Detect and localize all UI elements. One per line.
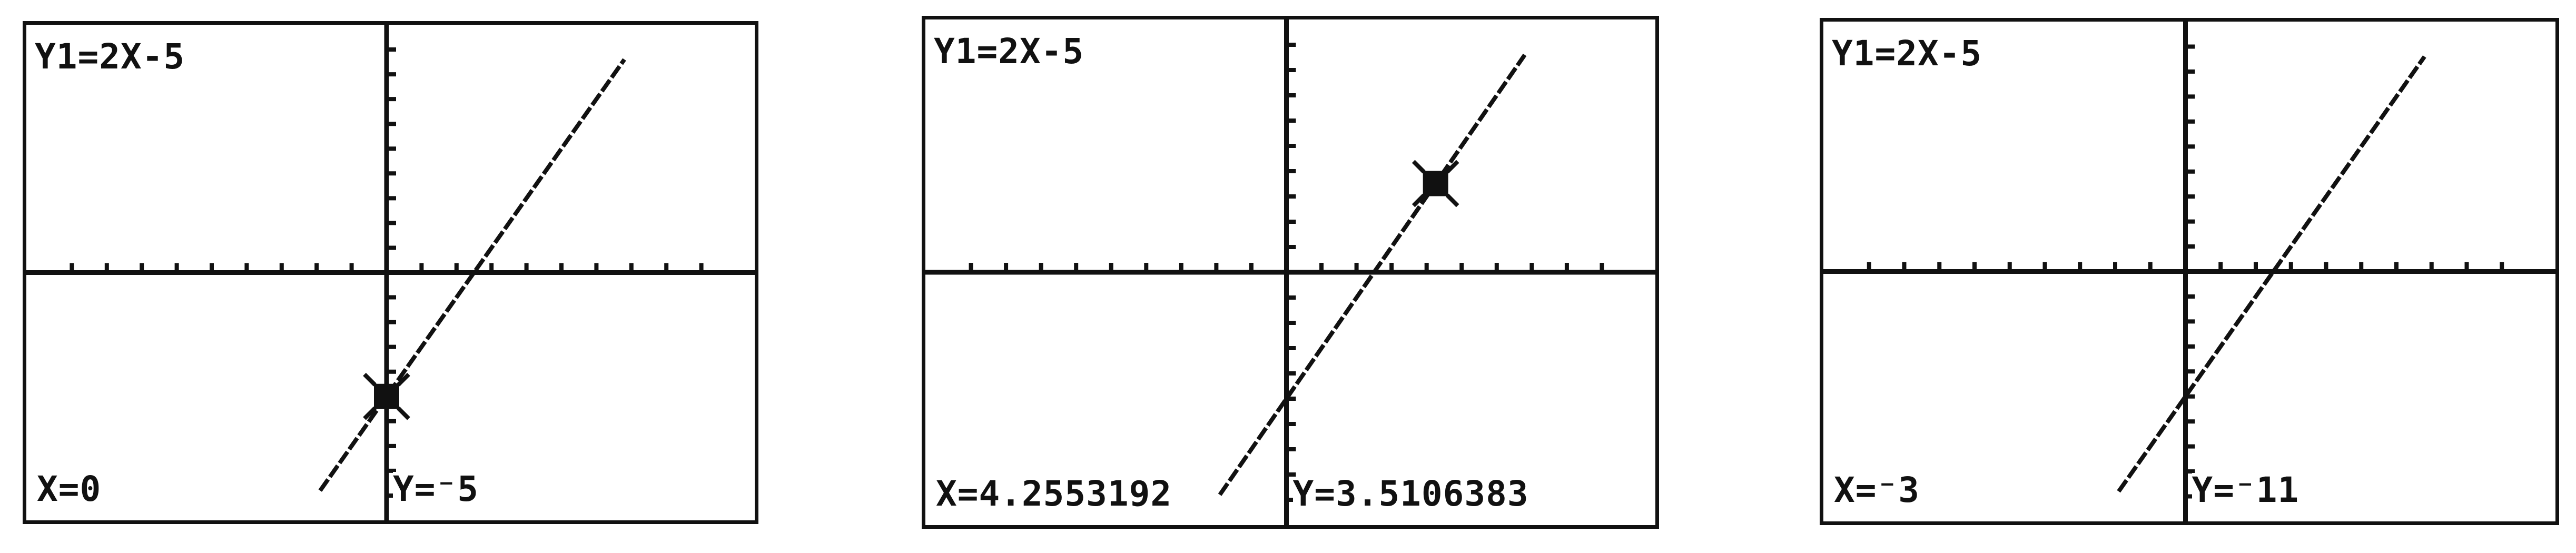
graph-screen-3: Y1=2X-5 X=⁻3 Y=⁻11 [1820, 18, 2559, 525]
graph-plot-3 [1823, 22, 2555, 521]
function-graph-line [1218, 53, 1527, 496]
y-readout: Y=⁻5 [393, 469, 479, 509]
y-readout: Y=⁻11 [2192, 470, 2299, 510]
equation-label: Y1=2X-5 [1832, 33, 1982, 74]
trace-cursor-arm [1412, 160, 1426, 174]
graph-screen-1: Y1=2X-5 X=0 Y=⁻5 [23, 21, 758, 524]
x-readout: X=⁻3 [1834, 470, 1920, 510]
y-readout: Y=3.5106383 [1292, 473, 1529, 514]
equation-label: Y1=2X-5 [934, 31, 1084, 72]
trace-cursor [363, 372, 410, 420]
trace-cursor-arm [397, 372, 410, 387]
trace-cursor-arm [397, 406, 410, 420]
trace-cursor-arm [1445, 193, 1459, 208]
graph-plot-1 [26, 25, 755, 520]
function-graph-line [318, 58, 626, 492]
trace-cursor [1412, 160, 1459, 208]
function-graph-line [2117, 55, 2426, 493]
trace-cursor-square [1423, 171, 1448, 196]
trace-cursor-arm [363, 372, 377, 387]
graph-screen-2: Y1=2X-5 X=4.2553192 Y=3.5106383 [922, 16, 1659, 529]
x-readout: X=4.2553192 [936, 473, 1172, 514]
x-readout: X=0 [37, 469, 102, 509]
trace-cursor-arm [1445, 160, 1459, 174]
trace-cursor-arm [363, 406, 377, 420]
trace-cursor-square [374, 383, 399, 409]
equation-label: Y1=2X-5 [35, 36, 185, 77]
trace-cursor-arm [1412, 193, 1426, 208]
graph-plot-2 [925, 19, 1655, 525]
